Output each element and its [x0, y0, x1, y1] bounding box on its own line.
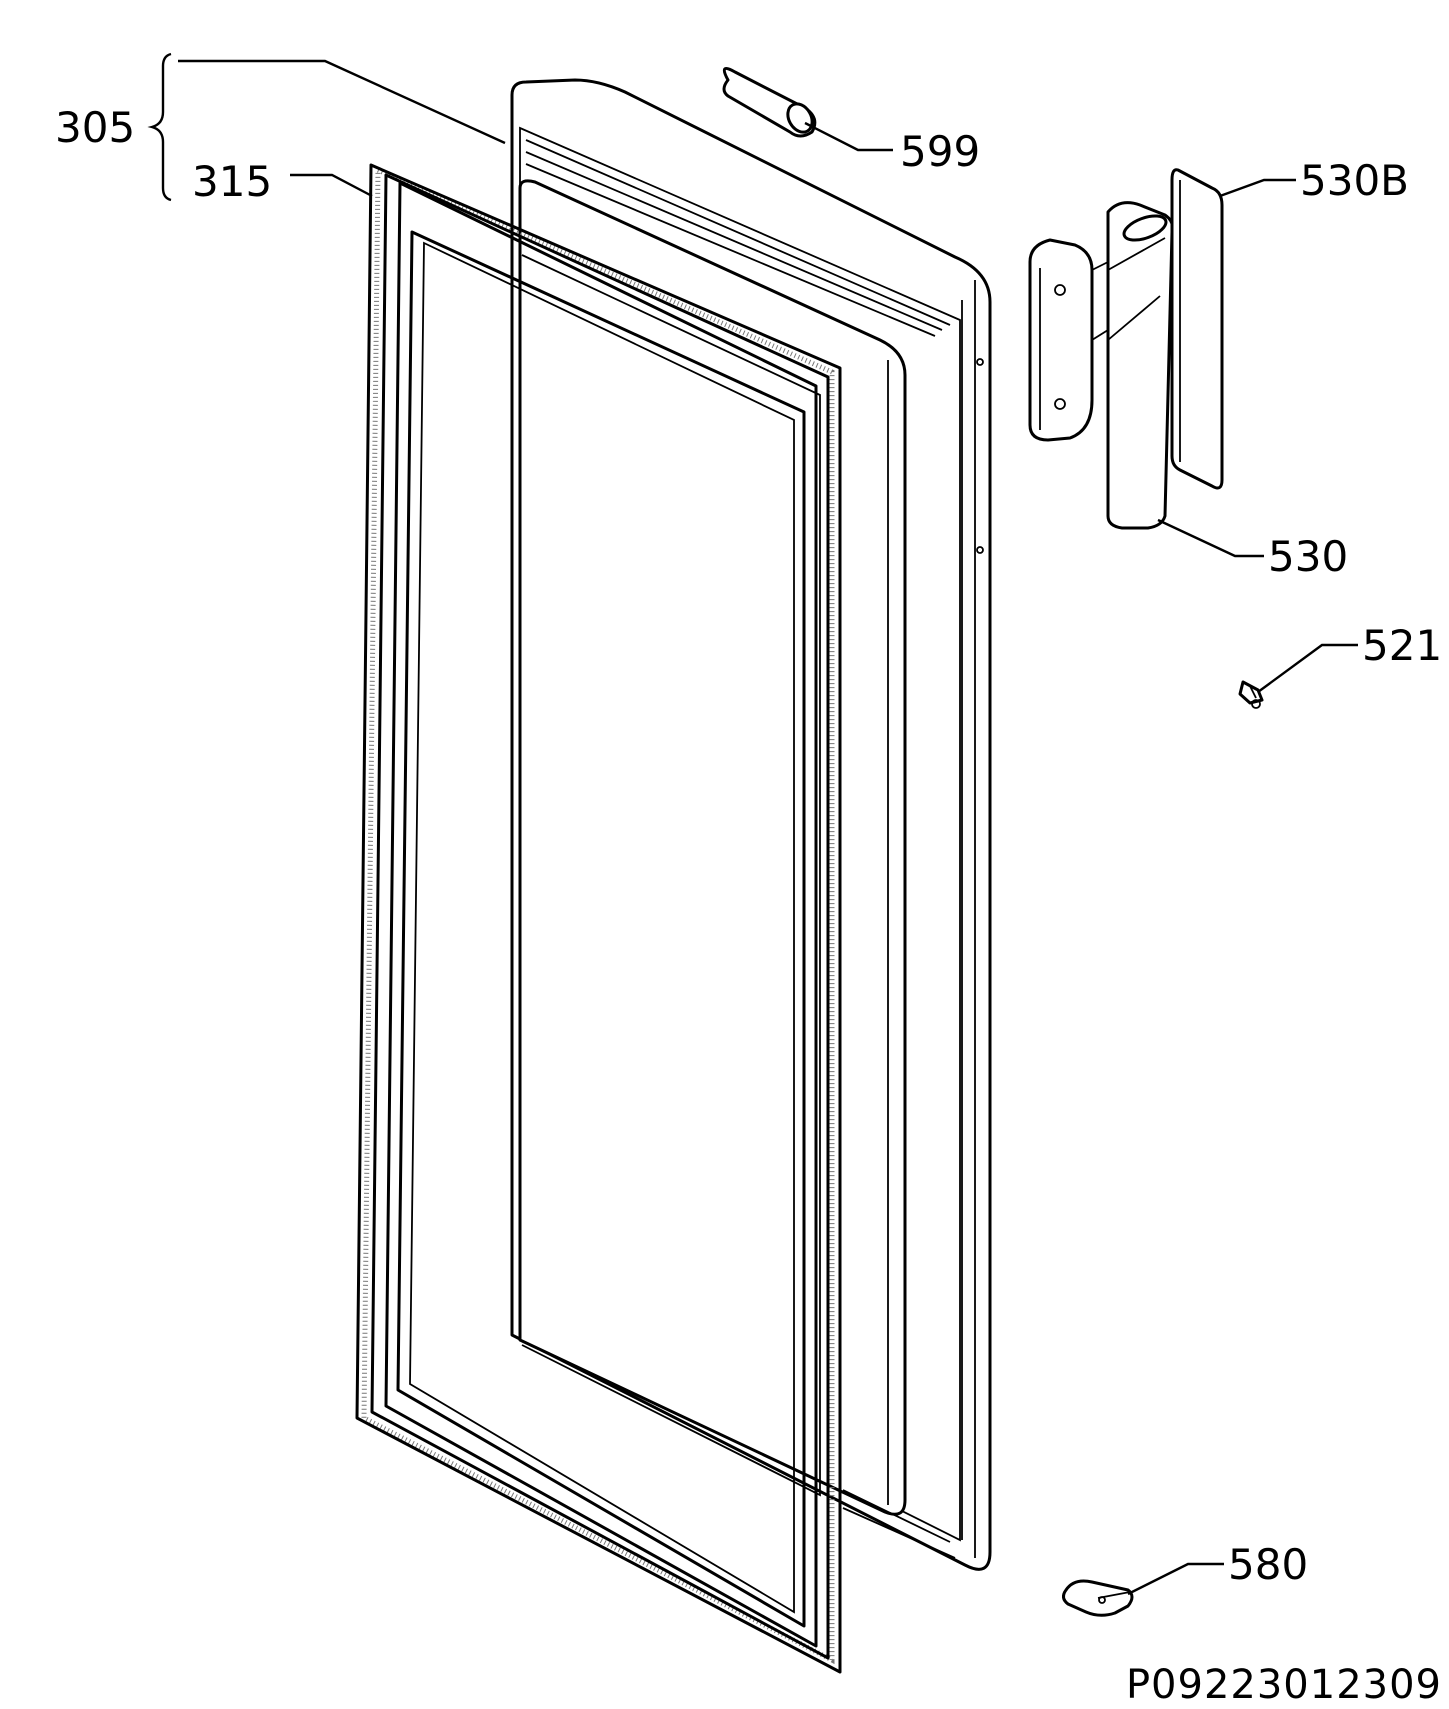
document-code: P09223012309 [1126, 1662, 1442, 1708]
screw [1238, 680, 1264, 709]
door-gasket [355, 163, 842, 1674]
door-panel [510, 78, 992, 1571]
callout-599: 599 [900, 127, 980, 176]
plug-cap [722, 66, 817, 138]
door-stop-clip [1061, 1579, 1134, 1617]
leader-lines [147, 52, 1358, 1596]
hinge-assembly [1028, 201, 1175, 530]
callout-labels: 305 315 599 530B 530 521 580 [55, 103, 1442, 1589]
callout-315: 315 [192, 157, 272, 206]
callout-580: 580 [1228, 1540, 1308, 1589]
callout-530b: 530B [1300, 156, 1409, 205]
callout-305: 305 [55, 103, 135, 152]
callout-521: 521 [1362, 621, 1442, 670]
callout-530: 530 [1268, 532, 1348, 581]
hinge-cover [1170, 168, 1224, 490]
